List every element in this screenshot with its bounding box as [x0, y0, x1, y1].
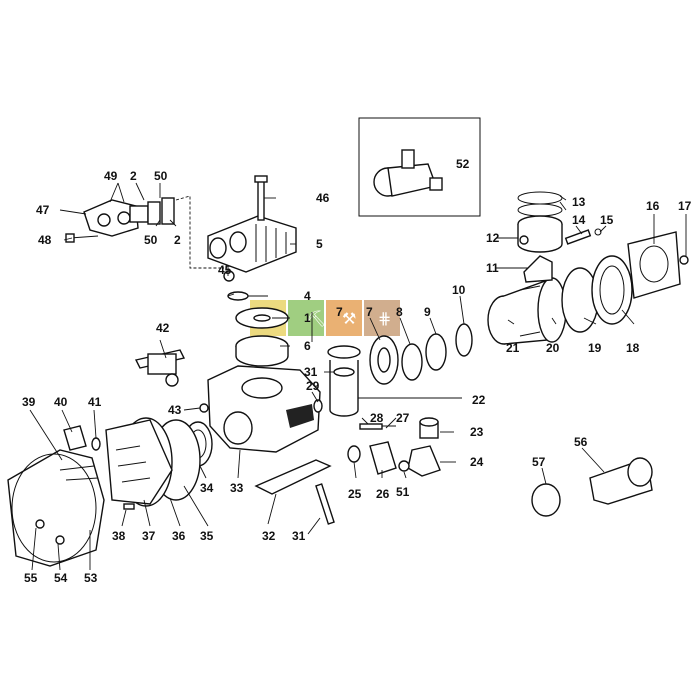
- callout-36: 35: [200, 529, 214, 543]
- callout-21: 20: [546, 341, 560, 355]
- callout-28: 27: [396, 411, 410, 425]
- callout-34: 33: [230, 481, 244, 495]
- leader-lines: [29, 182, 687, 571]
- cylinder-head: [207, 175, 297, 282]
- wheelbarrow-icon: [288, 300, 324, 336]
- callout-7: 7: [336, 305, 343, 319]
- handle-lever: [134, 349, 186, 387]
- drive-shaft: [487, 231, 689, 345]
- piston-group: [517, 191, 602, 283]
- callout-52: 52: [456, 157, 470, 171]
- bearing-set: [369, 323, 473, 385]
- callout-44: 43: [168, 403, 182, 417]
- callout-48: 48: [38, 233, 52, 247]
- callout-26: 25: [348, 487, 362, 501]
- callout-1: 1: [304, 311, 311, 325]
- callout-10: 9: [424, 305, 431, 319]
- callout-9: 8: [396, 305, 403, 319]
- callout-30: 29: [306, 379, 320, 393]
- callout-12: 11: [486, 261, 499, 275]
- callout-23: 22: [472, 393, 486, 407]
- callout-37: 36: [172, 529, 186, 543]
- callout-19: 18: [626, 341, 640, 355]
- callout-14: 13: [572, 195, 586, 209]
- callout-labels: 49 2 50 47 48 50 2 46 5 45 4 1 7 6 31 7 …: [22, 157, 692, 585]
- callout-45: 45: [218, 263, 232, 277]
- callout-16: 15: [600, 213, 614, 227]
- callout-11: 10: [452, 283, 466, 297]
- callout-49: 49: [104, 169, 118, 183]
- callout-41: 40: [54, 395, 68, 409]
- valve-head-group: [65, 195, 224, 269]
- callout-40: 39: [22, 395, 36, 409]
- callout-25: 24: [470, 455, 484, 469]
- svg-text:⚒: ⚒: [342, 309, 356, 328]
- part-52-icon: [373, 149, 443, 197]
- callout-13: 12: [486, 231, 500, 245]
- callout-51: 51: [396, 485, 410, 499]
- front-covers: [105, 417, 335, 525]
- svg-text:⛏: ⛏: [306, 309, 326, 328]
- callout-46: 46: [316, 191, 330, 205]
- callout-24: 23: [470, 425, 484, 439]
- callout-55: 55: [24, 571, 38, 585]
- callout-54: 54: [54, 571, 68, 585]
- callout-15: 14: [572, 213, 586, 227]
- callout-22: 21: [506, 341, 520, 355]
- callout-32: 31: [292, 529, 306, 543]
- callout-50-top: 50: [154, 169, 168, 183]
- callout-18: 17: [678, 199, 692, 213]
- callout-2-top: 2: [130, 169, 137, 183]
- inset-box: [358, 117, 481, 217]
- callout-38: 37: [142, 529, 156, 543]
- fittings: [347, 417, 441, 477]
- callout-29: 28: [370, 411, 384, 425]
- callout-47: 47: [36, 203, 50, 217]
- callout-31: 31: [304, 365, 318, 379]
- callout-56: 56: [574, 435, 588, 449]
- callout-42: 41: [88, 395, 102, 409]
- pump-body: [199, 365, 321, 453]
- callout-8: 7: [366, 305, 373, 319]
- spare-parts-56-57: [531, 457, 653, 517]
- tools-icon: [326, 300, 362, 336]
- watermark-logo: ⛏ ⚒ ⋕: [250, 300, 400, 336]
- callout-27: 26: [376, 487, 390, 501]
- callout-53: 53: [84, 571, 98, 585]
- callout-33: 32: [262, 529, 276, 543]
- callout-2-bottom: 2: [174, 233, 181, 247]
- callout-57: 57: [532, 455, 546, 469]
- callout-5: 5: [316, 237, 323, 251]
- callout-50-bottom: 50: [144, 233, 158, 247]
- svg-text:⋕: ⋕: [378, 309, 391, 328]
- callout-6: 6: [304, 339, 311, 353]
- callout-4: 4: [304, 289, 311, 303]
- gear-housing: [7, 425, 105, 567]
- callout-20: 19: [588, 341, 602, 355]
- callout-39: 38: [112, 529, 126, 543]
- cylinder-23: [313, 345, 361, 417]
- callout-17: 16: [646, 199, 660, 213]
- callout-43: 42: [156, 321, 170, 335]
- callout-35: 34: [200, 481, 214, 495]
